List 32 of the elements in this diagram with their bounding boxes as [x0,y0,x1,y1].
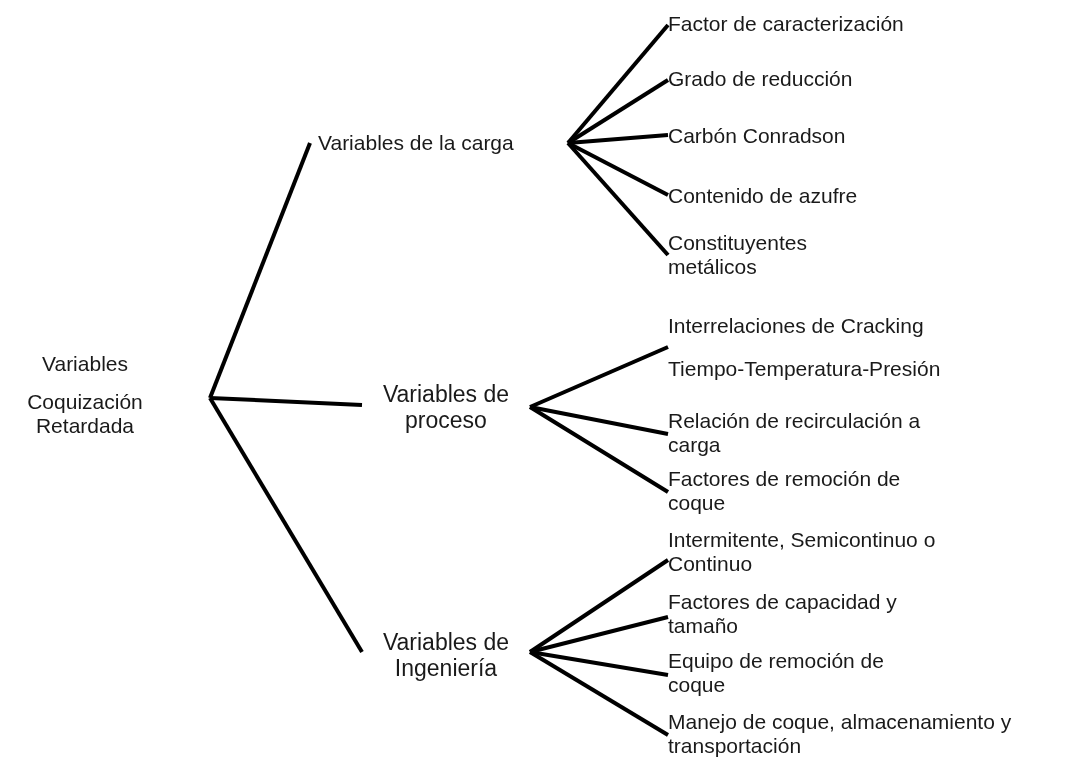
item-label: Equipo de remoción de coque [668,648,885,698]
branch-line [528,558,670,654]
branch-line [528,405,670,494]
branch-line [529,405,669,436]
branch-line [528,650,670,737]
item-label: Carbón Conradson [668,123,846,149]
branch-line [566,141,670,257]
item-label: Factores de capacidad y tamaño [668,589,898,639]
branch-line [567,141,669,197]
item-label: Intermitente, Semicontinuo o Continuo [668,527,937,577]
branch-line [529,345,669,409]
branch-line [566,23,670,145]
branch-line [529,650,669,677]
item-label: Contenido de azufre [668,183,858,209]
item-label: Factor de caracterización [668,11,904,37]
item-label: Grado de reducción [668,66,853,92]
item-label: Manejo de coque, almacenamiento y transportación [668,709,1013,759]
item-label: Factores de remoción de coque [668,466,902,516]
item-label: Interrelaciones de Cracking [668,314,924,339]
category-label: Variables de proceso [381,380,511,434]
item-label: Tiempo-Temperatura-Presión [668,356,941,382]
branch-line [529,615,669,654]
branch-line [208,142,312,399]
item-label: Constituyentes metálicos [668,230,808,280]
root-label: Coquización Retardada [26,389,144,439]
branch-line [566,78,670,145]
branch-line [209,396,363,407]
root-label: Variables [42,351,128,376]
category-label: Variables de la carga [318,130,514,156]
category-label: Variables de Ingeniería [381,628,511,682]
branch-line [208,396,364,654]
item-label: Relación de recirculación a carga [668,408,922,458]
